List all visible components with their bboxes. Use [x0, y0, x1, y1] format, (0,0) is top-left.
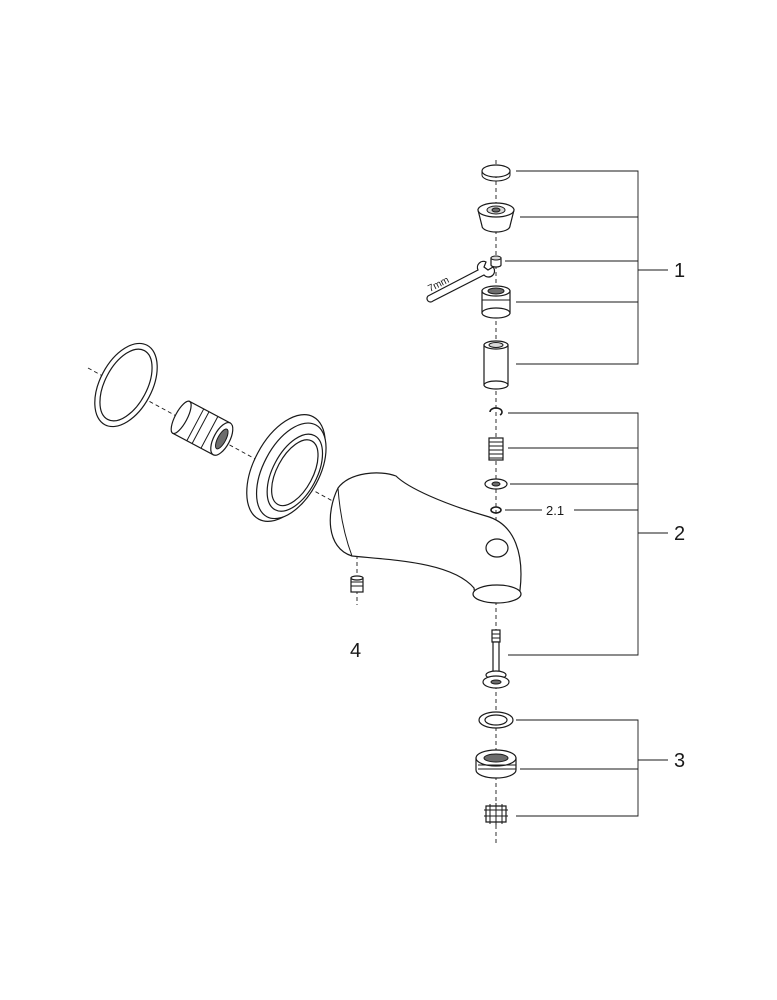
group1-tube [483, 340, 509, 390]
wall-gasket-ring [94, 342, 158, 428]
group2-leader [508, 412, 668, 656]
group1-leader [505, 170, 668, 365]
label-part2-1: 2.1 [546, 503, 564, 518]
group3-leader [516, 719, 668, 817]
bath-spout [329, 472, 522, 604]
group2-stem [482, 629, 510, 689]
part4-set-screw [350, 575, 364, 593]
group1-sleeve-nut [481, 285, 511, 319]
group3-aerator-insert [484, 803, 508, 825]
group2-washer [484, 478, 508, 490]
part2-1-oring [490, 506, 502, 514]
group3-seal-ring [478, 711, 514, 729]
group1-small-nut [490, 255, 502, 268]
wall-flange-rosette [246, 414, 327, 522]
label-group3: 3 [674, 750, 685, 772]
label-group2: 2 [674, 523, 685, 545]
group2-clip [489, 407, 503, 416]
wall-connector-fitting [170, 400, 234, 456]
group1-handle-top [477, 202, 515, 233]
group3-aerator-housing [475, 749, 517, 779]
group1-cap [481, 164, 511, 182]
group2-spring [488, 437, 504, 461]
label-part4: 4 [350, 640, 361, 662]
label-group1: 1 [674, 260, 685, 282]
